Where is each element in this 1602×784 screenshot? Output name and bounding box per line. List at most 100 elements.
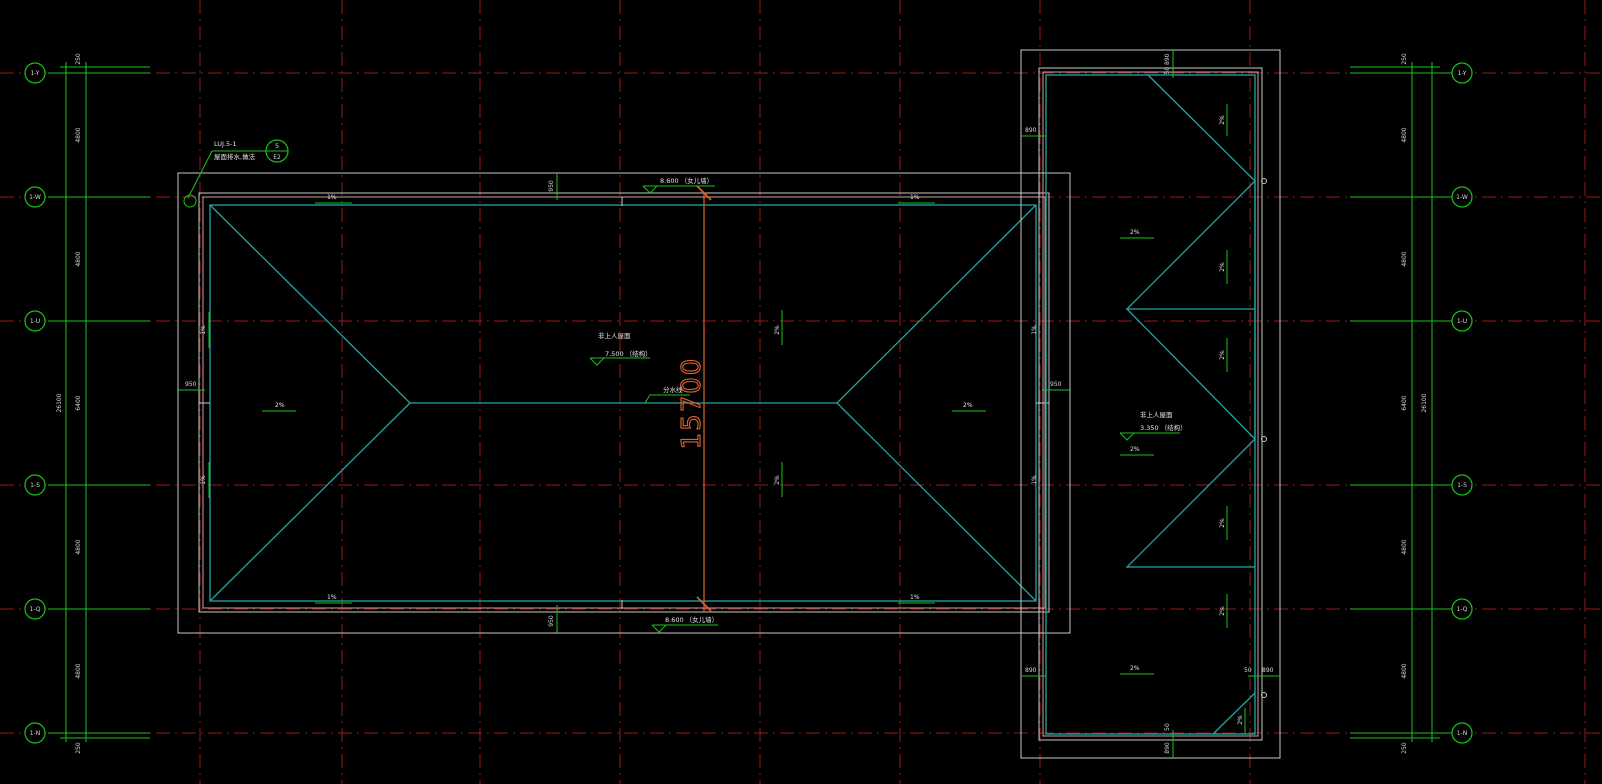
svg-text:2%: 2% bbox=[1130, 229, 1140, 236]
axis-bubble bbox=[1451, 186, 1473, 208]
svg-text:1%: 1% bbox=[910, 594, 920, 601]
slope-arrow: 1% bbox=[200, 462, 210, 498]
dim-label: 890 bbox=[1164, 742, 1171, 754]
axis-bubble bbox=[24, 474, 46, 496]
roof-title: 非上人屋面 bbox=[598, 331, 631, 340]
dim-label: 890 bbox=[1025, 667, 1037, 674]
dim-label: 4800 bbox=[1401, 127, 1408, 142]
dim-label: 4800 bbox=[1401, 251, 1408, 266]
dim-total-label: 26100 bbox=[1421, 393, 1428, 412]
axis-bubble bbox=[1451, 598, 1473, 620]
overall-dimension-text: 15700 bbox=[677, 357, 707, 450]
axis-label: 1-N bbox=[1457, 730, 1467, 737]
valley-lines bbox=[1125, 308, 1256, 568]
svg-text:2%: 2% bbox=[1219, 262, 1226, 272]
slope-arrow: 1% bbox=[898, 594, 935, 604]
outer-parapet-outline bbox=[1020, 49, 1281, 759]
elevation-marker bbox=[642, 185, 659, 194]
dim-label: 890 bbox=[1262, 667, 1274, 674]
axis-label: 1-Y bbox=[1458, 70, 1467, 77]
drain-icon bbox=[1261, 692, 1267, 698]
elevation-marker bbox=[651, 624, 668, 633]
parapet-elevation-top: 8.600 （女儿墙） bbox=[660, 176, 713, 185]
slope-arrow: 1% bbox=[200, 312, 210, 348]
svg-text:1%: 1% bbox=[200, 475, 207, 485]
dim-label: 50 bbox=[1244, 667, 1252, 674]
slope-arrow: 2% bbox=[1120, 229, 1154, 239]
drain-icon bbox=[1261, 178, 1267, 184]
valley-line bbox=[1212, 692, 1256, 735]
svg-text:2%: 2% bbox=[275, 402, 285, 409]
axis-bubble bbox=[24, 62, 46, 84]
detail-number: 5 bbox=[275, 143, 279, 150]
slope-arrow: 1% bbox=[898, 194, 935, 204]
dim-total-label: 26100 bbox=[56, 393, 63, 412]
dim-label: 250 bbox=[1401, 742, 1408, 754]
svg-text:2%: 2% bbox=[1130, 665, 1140, 672]
dim-label: 250 bbox=[1401, 53, 1408, 65]
axis-label: 1-Y bbox=[31, 70, 40, 77]
axis-label: 1-W bbox=[1456, 194, 1468, 201]
dim-label: 4800 bbox=[1401, 663, 1408, 678]
parapet-inner-line bbox=[1042, 71, 1259, 737]
detail-callout: 5 E2 LUJ.5-1 屋面排水,做法 bbox=[183, 139, 289, 208]
axis-bubble bbox=[1451, 474, 1473, 496]
dim-label: 6400 bbox=[75, 395, 82, 410]
roof-elevation: 7.500 （结构） bbox=[605, 349, 652, 358]
axis-label: 1-W bbox=[29, 194, 41, 201]
slope-arrow: 2% bbox=[1237, 708, 1246, 734]
slope-arrow: 2% bbox=[1120, 446, 1154, 456]
hip-line bbox=[209, 402, 411, 602]
svg-text:1%: 1% bbox=[910, 194, 920, 201]
svg-text:1%: 1% bbox=[1031, 325, 1038, 335]
dim-label: 50 890 bbox=[1164, 53, 1171, 74]
detail-sheet: E2 bbox=[273, 154, 281, 161]
axis-bubble bbox=[1451, 722, 1473, 744]
svg-text:1%: 1% bbox=[327, 194, 337, 201]
axis-label: 1-S bbox=[1457, 482, 1467, 489]
axis-bubble bbox=[24, 722, 46, 744]
svg-text:2%: 2% bbox=[1130, 446, 1140, 453]
inner-parapet-outline bbox=[1038, 67, 1263, 741]
dim-tick bbox=[696, 596, 712, 612]
drain-icon bbox=[1261, 436, 1267, 442]
dim-label: 250 bbox=[75, 53, 82, 65]
axis-label: 1-U bbox=[30, 318, 40, 325]
axis-bubble bbox=[1451, 310, 1473, 332]
hip-line bbox=[836, 402, 1037, 602]
slope-arrow: 2% bbox=[774, 462, 783, 497]
detail-ref: LUJ.5-1 bbox=[214, 140, 237, 148]
outer-parapet-outline bbox=[177, 172, 1071, 634]
dim-label: 4800 bbox=[75, 251, 82, 266]
detail-leader bbox=[187, 150, 213, 199]
slope-arrow: 2% bbox=[1120, 665, 1154, 675]
roof-title: 非上人屋面 bbox=[1140, 410, 1173, 419]
dim-label: 950 bbox=[185, 381, 197, 388]
svg-text:2%: 2% bbox=[1219, 606, 1226, 616]
gutter-outline bbox=[1045, 74, 1256, 735]
right-dimension-chain: 250 4800 4800 6400 4800 4800 250 26100 1… bbox=[1350, 53, 1473, 754]
axis-label: 1-Q bbox=[30, 606, 41, 613]
dim-label: 950 bbox=[548, 615, 555, 627]
dim-label: 4800 bbox=[75, 663, 82, 678]
svg-text:2%: 2% bbox=[1219, 115, 1226, 125]
svg-text:2%: 2% bbox=[774, 475, 781, 485]
valley-lines bbox=[1125, 74, 1256, 310]
dim-label: 4800 bbox=[75, 539, 82, 554]
detail-target bbox=[183, 194, 197, 208]
slope-arrow: 2% bbox=[774, 310, 783, 345]
axis-label: 1-U bbox=[1457, 318, 1467, 325]
svg-text:2%: 2% bbox=[774, 325, 781, 335]
main-roof: 15700 非上人屋面 7.500 （结构） 分水线 8.600 （女儿墙） 8… bbox=[177, 172, 1071, 634]
slope-arrow: 2% bbox=[1219, 594, 1228, 628]
roof-elevation: 3.350 （结构） bbox=[1140, 423, 1187, 432]
svg-text:2%: 2% bbox=[1237, 715, 1244, 725]
slope-arrow: 1% bbox=[315, 194, 352, 204]
slope-arrow: 1% bbox=[1031, 462, 1040, 498]
elevation-marker bbox=[1119, 432, 1136, 441]
axis-bubble bbox=[1451, 62, 1473, 84]
svg-text:2%: 2% bbox=[963, 402, 973, 409]
slope-arrow: 2% bbox=[952, 402, 986, 412]
dim-label: 50 bbox=[1164, 723, 1171, 731]
